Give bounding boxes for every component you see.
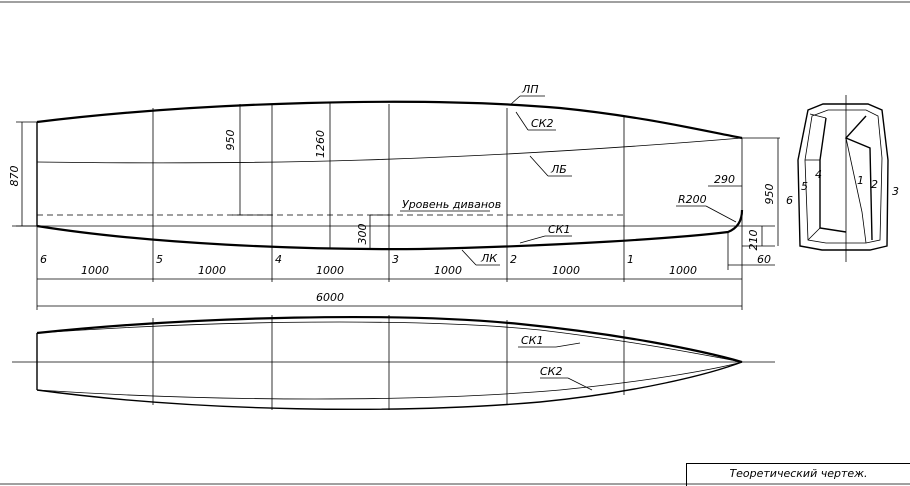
station-number-4: 4 (275, 253, 282, 266)
plan-view: СК1 СК2 (12, 315, 775, 410)
lk-leader (461, 249, 477, 266)
section-right-keel (845, 137, 867, 244)
side-view: 870 950 1260 300 Уровень диванов ЛП СК2 … (8, 83, 780, 270)
station-number-1: 1 (627, 253, 634, 266)
section-number-2: 2 (871, 178, 878, 191)
lp-label: ЛП (521, 83, 539, 96)
sk2-side-leader (515, 111, 529, 131)
sk1-side-leader (519, 235, 546, 244)
title-block-text: Теоретический чертеж. (729, 467, 868, 480)
lb-label: ЛБ (550, 163, 567, 176)
title-block: Теоретический чертеж. (686, 463, 910, 486)
sections-outer-contour (797, 103, 889, 251)
sk1-side-label: СК1 (548, 223, 571, 236)
seat-level-label: Уровень диванов (402, 198, 501, 211)
sk2-plan-label: СК2 (540, 365, 563, 378)
sk1-plan-label: СК1 (521, 334, 544, 347)
station-number-3: 3 (392, 253, 399, 266)
total-length-label: 6000 (316, 291, 344, 304)
lb-leader (529, 155, 549, 177)
section-number-4: 4 (815, 168, 822, 181)
sk2-side-label: СК2 (531, 117, 554, 130)
spacing-label-4: 1000 (434, 264, 462, 277)
section-number-6: 6 (786, 194, 793, 207)
plan-sk1-line (36, 315, 743, 364)
dimension-chain: 6 5 4 3 2 1 1000 1000 1000 1000 1000 100… (36, 210, 743, 310)
lk-label: ЛК (480, 252, 498, 265)
spacing-label-5: 1000 (552, 264, 580, 277)
station-number-2: 2 (510, 253, 517, 266)
plan-sk2-line (36, 361, 743, 410)
spacing-label-6: 1000 (669, 264, 697, 277)
chine-line (36, 137, 743, 164)
sk2-plan-leader (567, 377, 593, 391)
dim-950b-label: 950 (763, 184, 776, 205)
section-right-inner (844, 115, 873, 241)
r200-label: R200 (678, 193, 707, 206)
section-left-inner (819, 117, 847, 233)
sections-inner-contour (804, 109, 883, 244)
section-number-1: 1 (857, 174, 864, 187)
section-number-3: 3 (892, 185, 899, 198)
dim-210-label: 210 (747, 230, 760, 251)
station-number-5: 5 (156, 253, 163, 266)
body-sections-view: 6 5 4 1 2 3 (786, 95, 899, 262)
dim-290-label: 290 (714, 173, 735, 186)
plan-sk1-inner (36, 321, 743, 363)
dim-60-label: 60 (757, 253, 771, 266)
dim-300-label: 300 (356, 224, 369, 245)
sheer-line (36, 100, 743, 140)
station-number-6: 6 (40, 253, 47, 266)
sk1-plan-leader (555, 342, 581, 348)
spacing-label-2: 1000 (198, 264, 226, 277)
dim-950-label: 950 (224, 130, 237, 151)
plan-sk2-inner (36, 361, 743, 400)
keel-line (36, 209, 744, 251)
lp-leader (509, 95, 521, 106)
section-number-5: 5 (801, 180, 808, 193)
r200-leader (705, 205, 737, 223)
spacing-label-3: 1000 (316, 264, 344, 277)
section-left-ties (805, 113, 827, 241)
dim-1260-label: 1260 (314, 130, 327, 158)
spacing-label-1: 1000 (81, 264, 109, 277)
dim-870-label: 870 (8, 166, 21, 187)
